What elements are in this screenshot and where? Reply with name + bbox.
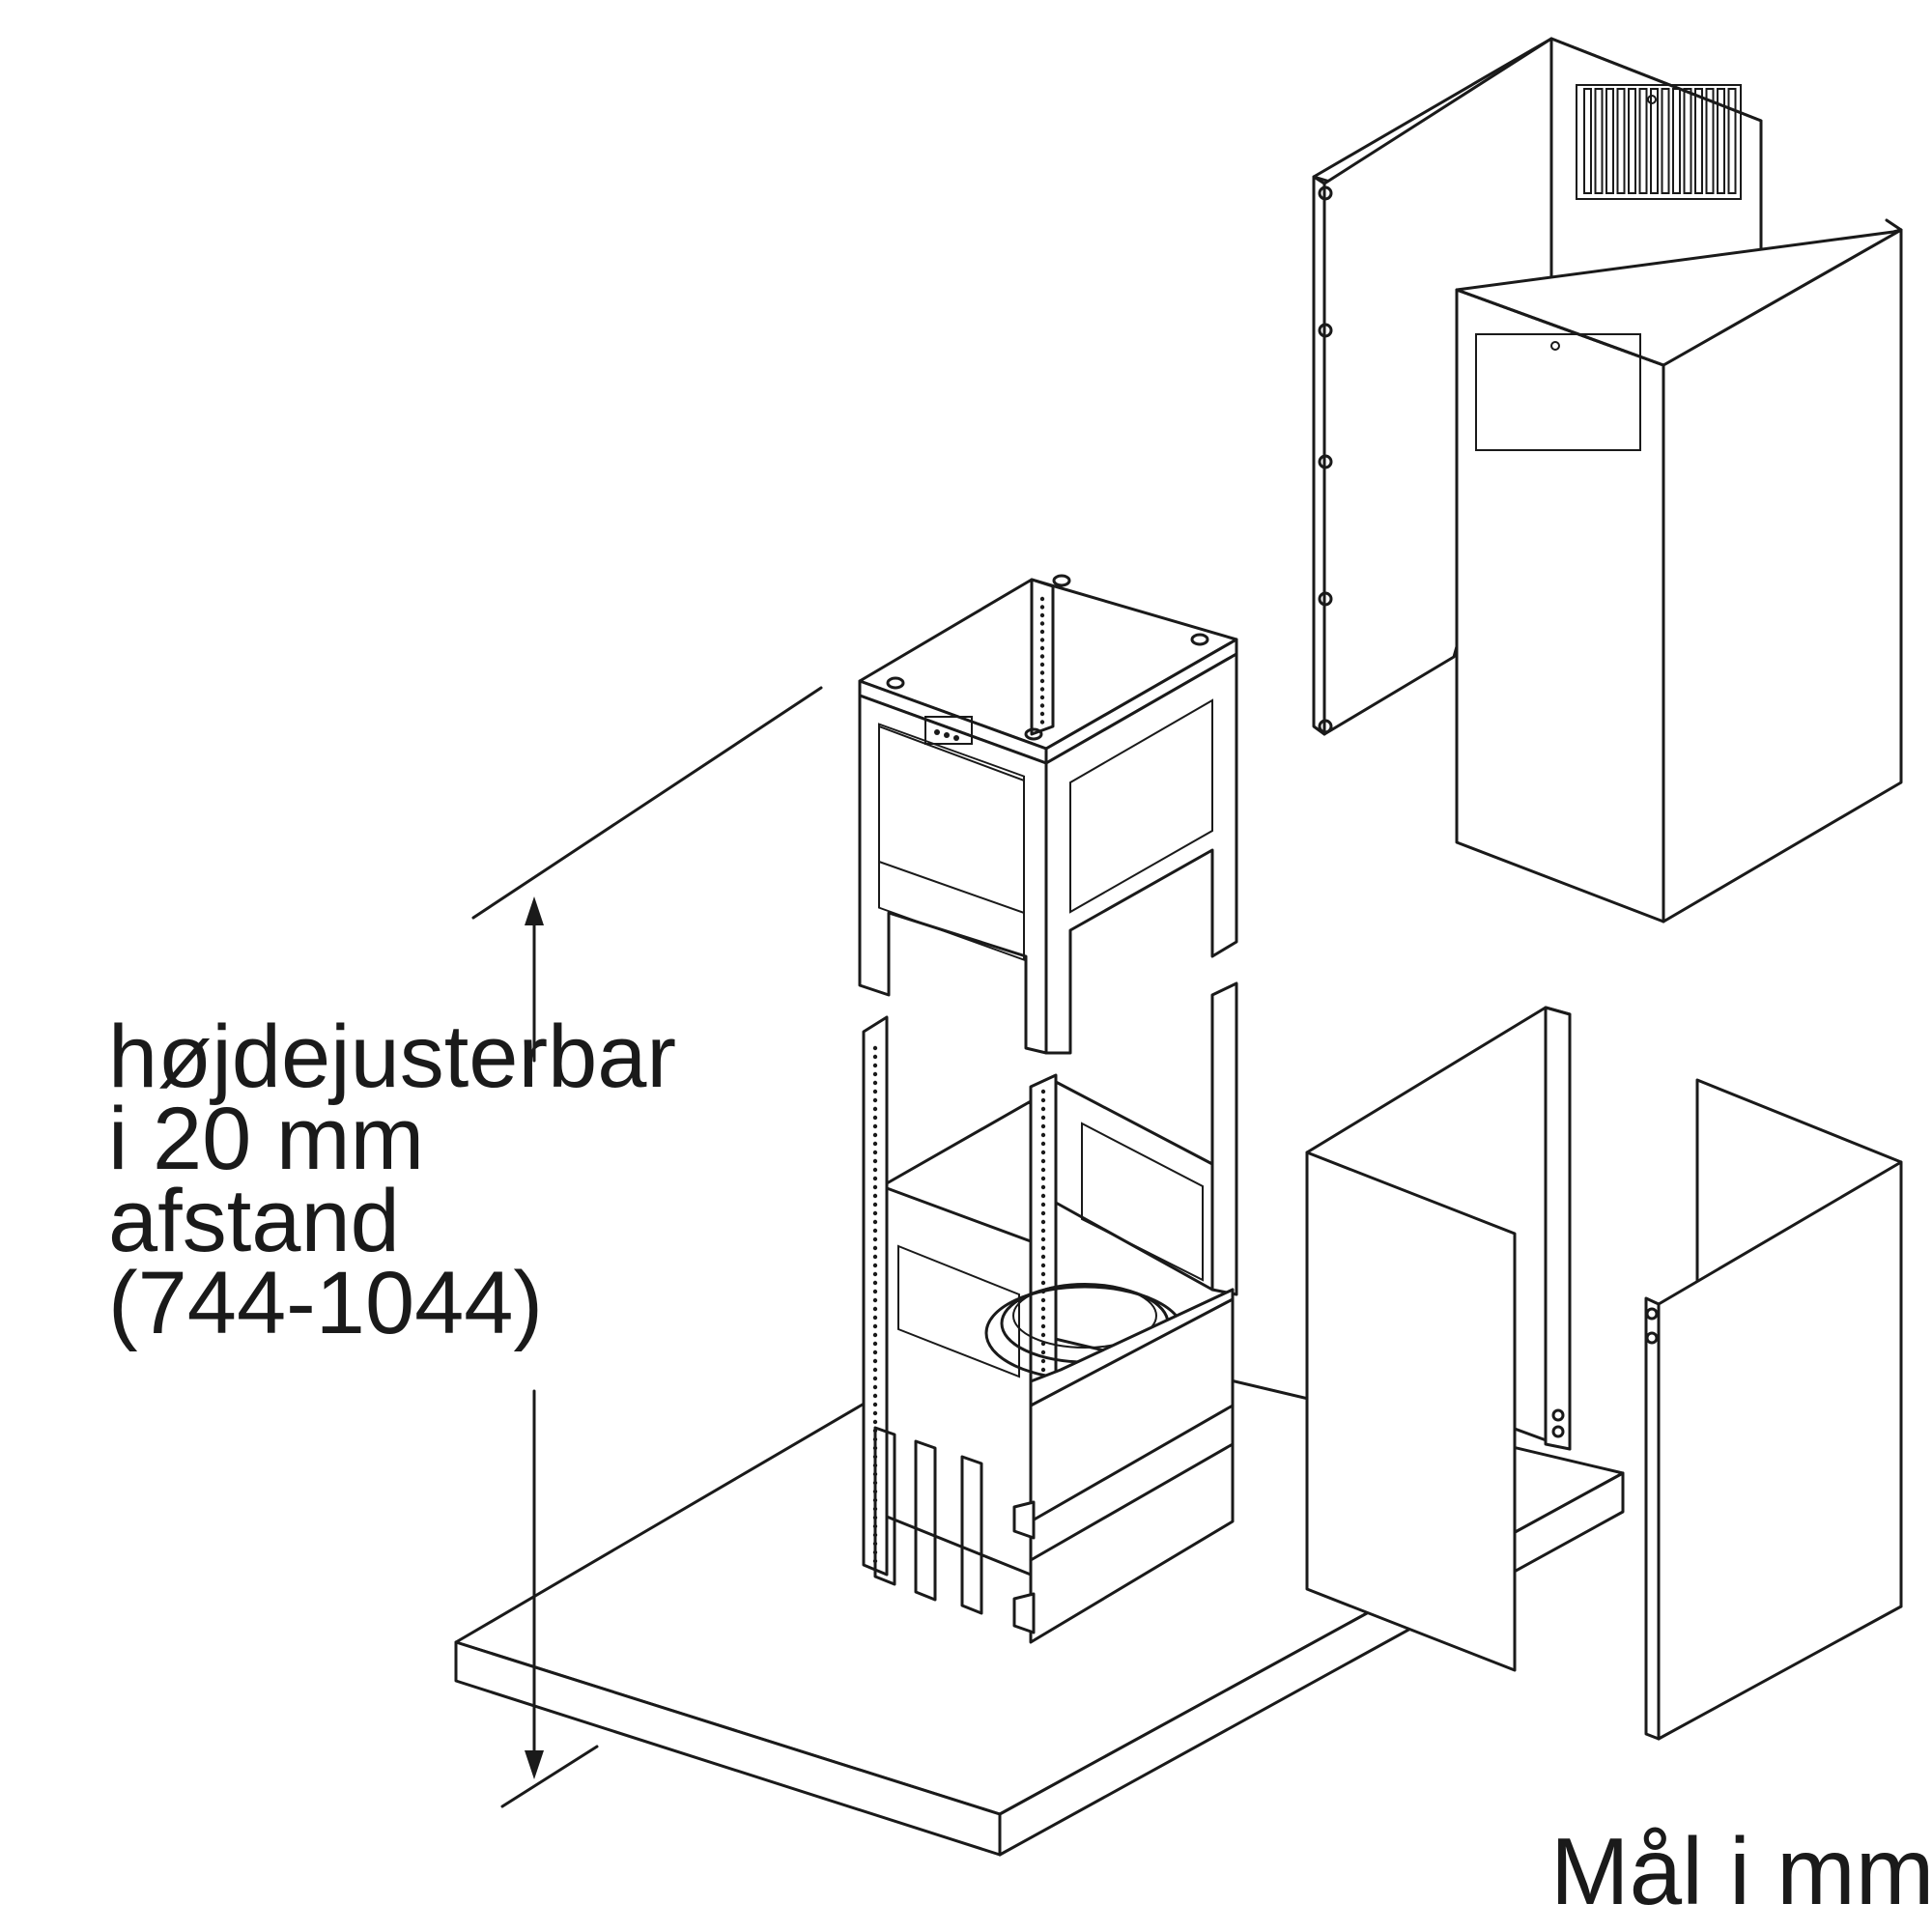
height-adjust-label-line2: i 20 mm: [108, 1090, 425, 1188]
lower-chimney-left-panel: [1305, 1151, 1517, 1672]
screw-holes-back-panel: [1318, 185, 1333, 734]
support-frame-upper: [858, 574, 1238, 1055]
height-adjust-label-line1: højdejusterbar: [108, 1008, 677, 1106]
vent-grille-back: [1576, 84, 1742, 200]
height-adjust-label-line3: afstand: [108, 1172, 400, 1270]
upper-chimney-back-panel: [1312, 37, 1763, 736]
units-note: Mål i mm: [1550, 1818, 1932, 1924]
height-range-label: (744-1044): [108, 1254, 544, 1352]
mount-holes-top: [886, 574, 1209, 741]
label-plate: [924, 716, 973, 745]
support-frame-lower: [862, 981, 1238, 1644]
height-dimension: [471, 686, 823, 1808]
vent-grille-front: [1475, 333, 1641, 451]
upper-chimney-front-panel: [1455, 218, 1903, 923]
arrow-down-icon: [525, 1750, 544, 1779]
arrow-up-icon: [525, 896, 544, 925]
lower-chimney-right-panel: [1644, 1078, 1903, 1741]
